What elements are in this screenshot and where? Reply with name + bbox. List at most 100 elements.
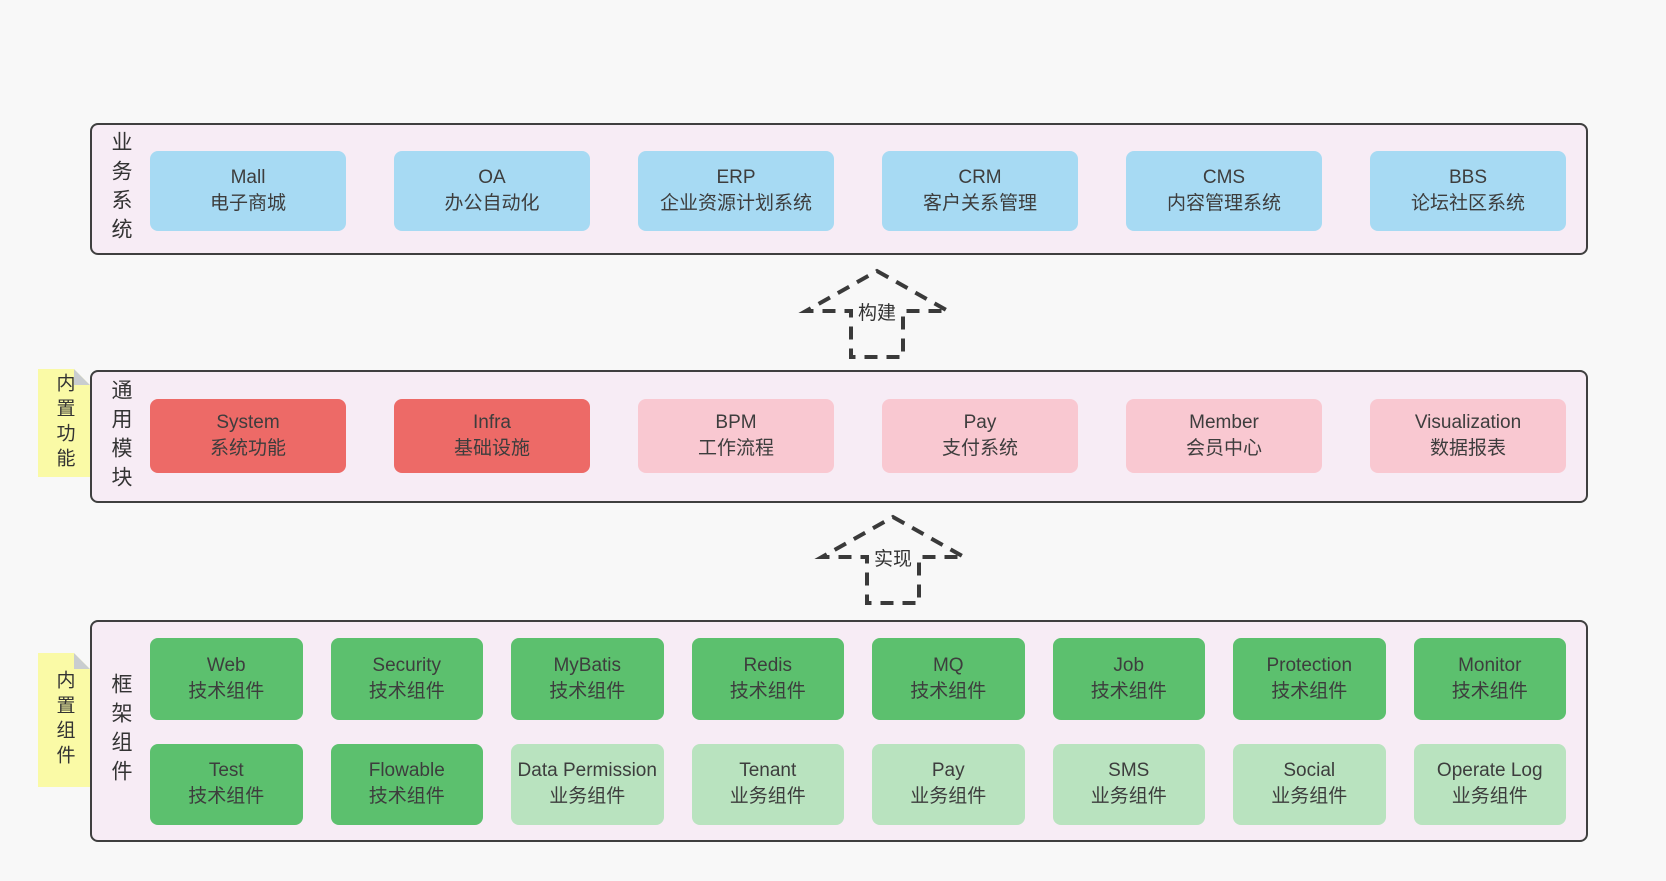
box-subtitle: 会员中心	[1185, 438, 1262, 459]
box-mq: MQ 技术组件	[872, 638, 1025, 720]
box-subtitle: 业务组件	[549, 786, 626, 808]
box-title: BBS	[1448, 167, 1488, 188]
box-web: Web 技术组件	[150, 638, 303, 720]
box-pay: Pay 业务组件	[872, 743, 1025, 825]
builtin-components-note: 内置组件	[38, 653, 90, 787]
note-fold-icon	[74, 369, 90, 385]
dashed-up-arrow-icon	[798, 268, 956, 359]
box-title: Web	[206, 654, 246, 676]
box-subtitle: 业务组件	[1271, 786, 1348, 808]
builtin-features-note: 内置功能	[38, 369, 90, 477]
box-member: Member 会员中心	[1126, 399, 1322, 473]
box-pay: Pay 支付系统	[882, 399, 1078, 473]
box-bpm: BPM 工作流程	[638, 399, 834, 473]
box-redis: Redis 技术组件	[691, 638, 844, 720]
box-subtitle: 支付系统	[941, 438, 1018, 459]
box-subtitle: 工作流程	[697, 438, 774, 459]
box-infra: Infra 基础设施	[394, 399, 590, 473]
box-protection: Protection 技术组件	[1233, 638, 1386, 720]
common-modules-panel: 通用模块 System 系统功能 Infra 基础设施 BPM 工作流程 Pay 支付系统 Me…	[90, 370, 1588, 503]
box-subtitle: 技术组件	[1090, 680, 1167, 702]
box-subtitle: 技术组件	[368, 680, 445, 702]
box-job: Job 技术组件	[1052, 638, 1205, 720]
box-subtitle: 业务组件	[1090, 786, 1167, 808]
business-systems-label: 业务系统	[109, 131, 132, 247]
box-oa: OA 办公自动化	[394, 151, 590, 231]
note-fold-icon	[74, 653, 90, 669]
box-subtitle: 内容管理系统	[1166, 193, 1281, 214]
box-subtitle: 基础设施	[453, 438, 530, 459]
build-arrow: 构建	[798, 266, 956, 361]
box-subtitle: 技术组件	[368, 786, 445, 808]
box-title: Pay	[931, 760, 965, 782]
box-subtitle: 技术组件	[549, 680, 626, 702]
box-subtitle: 技术组件	[910, 680, 987, 702]
box-title: SMS	[1108, 760, 1150, 782]
implement-arrow-label: 实现	[869, 546, 917, 574]
box-title: Redis	[743, 654, 793, 676]
box-subtitle: 业务组件	[910, 786, 987, 808]
box-title: Infra	[472, 412, 512, 433]
box-title: Security	[372, 654, 442, 676]
box-operate-log: Operate Log 业务组件	[1413, 743, 1566, 825]
box-title: Member	[1189, 412, 1259, 433]
common-modules-label: 通用模块	[109, 378, 132, 495]
box-subtitle: 技术组件	[188, 786, 265, 808]
box-mall: Mall 电子商城	[150, 151, 346, 231]
box-subtitle: 技术组件	[1271, 680, 1348, 702]
box-title: CMS	[1202, 167, 1246, 188]
builtin-features-note-label: 内置功能	[53, 373, 75, 473]
box-title: Pay	[963, 412, 997, 433]
framework-components-label: 框架组件	[109, 673, 132, 789]
box-title: CRM	[958, 167, 1002, 188]
box-title: Flowable	[368, 760, 445, 782]
box-subtitle: 技术组件	[729, 680, 806, 702]
box-sms: SMS 业务组件	[1052, 743, 1205, 825]
box-tenant: Tenant 业务组件	[691, 743, 844, 825]
box-subtitle: 电子商城	[209, 193, 286, 214]
box-title: Mall	[230, 167, 266, 188]
box-subtitle: 业务组件	[729, 786, 806, 808]
build-arrow-label: 构建	[853, 300, 901, 328]
box-subtitle: 系统功能	[209, 438, 286, 459]
box-subtitle: 业务组件	[1451, 786, 1528, 808]
implement-arrow: 实现	[814, 512, 972, 607]
box-title: Protection	[1266, 654, 1353, 676]
box-visualization: Visualization 数据报表	[1370, 399, 1566, 473]
box-social: Social 业务组件	[1233, 743, 1386, 825]
box-data-permission: Data Permission 业务组件	[511, 743, 664, 825]
box-subtitle: 客户关系管理	[922, 193, 1037, 214]
box-title: BPM	[715, 412, 757, 433]
box-title: Data Permission	[517, 760, 657, 782]
box-subtitle: 企业资源计划系统	[659, 193, 812, 214]
box-cms: CMS 内容管理系统	[1126, 151, 1322, 231]
box-subtitle: 数据报表	[1429, 438, 1506, 459]
box-bbs: BBS 论坛社区系统	[1370, 151, 1566, 231]
box-subtitle: 办公自动化	[444, 193, 540, 214]
box-title: Social	[1283, 760, 1336, 782]
box-title: Visualization	[1414, 412, 1522, 433]
box-subtitle: 技术组件	[1451, 680, 1528, 702]
box-subtitle: 技术组件	[188, 680, 265, 702]
box-title: OA	[478, 167, 506, 188]
box-system: System 系统功能	[150, 399, 346, 473]
box-title: Operate Log	[1436, 760, 1543, 782]
box-title: System	[216, 412, 280, 433]
box-title: MQ	[932, 654, 964, 676]
box-title: Job	[1113, 654, 1145, 676]
builtin-components-note-label: 内置组件	[53, 670, 75, 770]
box-title: Tenant	[739, 760, 797, 782]
box-subtitle: 论坛社区系统	[1410, 193, 1525, 214]
box-security: Security 技术组件	[330, 638, 483, 720]
